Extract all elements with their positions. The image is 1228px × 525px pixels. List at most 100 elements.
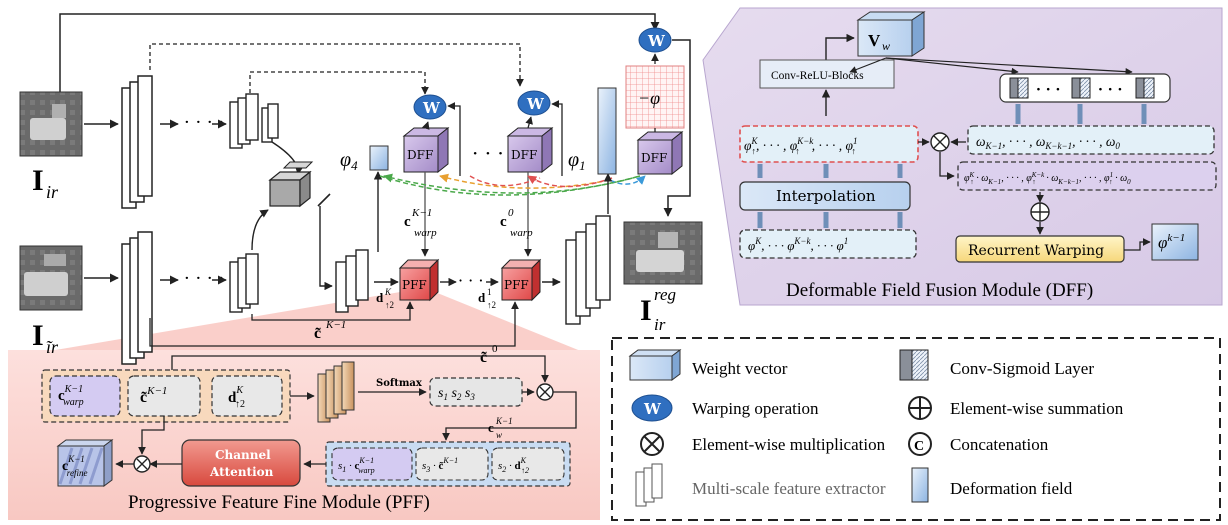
dashed-skip-line: [149, 43, 524, 87]
warp-op-top: W: [638, 27, 672, 53]
legend-field: Deformation field: [950, 479, 1073, 498]
dots-top: · · · ·: [184, 112, 224, 133]
channel-attention-label-2: Attention: [209, 465, 274, 479]
dff-cube-2: DFF: [506, 126, 554, 174]
svg-text:W: W: [647, 32, 666, 50]
conv-sigmoid-unit-3: [1135, 77, 1155, 99]
conv-sigmoid-unit-2: [1071, 77, 1091, 99]
svg-text:↑2: ↑2: [487, 300, 496, 310]
dff1-to-warp: [422, 121, 430, 130]
dots-pff: · · ·: [458, 271, 483, 290]
vw-cube: V w: [856, 11, 926, 57]
phi-input-row-text: φK, · · · φK−k, · · · φ1: [748, 236, 848, 253]
legend-mult: Element-wise multiplication: [692, 435, 886, 454]
legend-concat-icon: C: [908, 432, 932, 456]
dff-module-title: Deformable Field Fusion Module (DFF): [786, 280, 1093, 301]
s-weights-text: s1 s2 s3: [438, 386, 475, 402]
pff-module-title: Progressive Feature Fine Module (PFF): [128, 492, 430, 513]
dff-cube-3: DFF: [636, 130, 684, 176]
input-image-ir: [19, 91, 83, 157]
dff-label-3: DFF: [641, 151, 667, 165]
blue-dashed-curve: [609, 175, 646, 185]
legend-mult-icon: [640, 432, 664, 456]
phi-up-row: [739, 125, 919, 163]
top-skip-line: [59, 13, 660, 92]
multiply-circle-pff-1: [536, 383, 554, 401]
encoder-top-stage-3: [261, 103, 279, 143]
label-d-1-up2: d 1 ↑2: [478, 287, 496, 310]
concat-down-line: [319, 206, 333, 291]
interpolation-label: Interpolation: [776, 187, 876, 205]
svg-text:c̃: c̃: [314, 325, 321, 342]
pff-cube-1: PFF: [398, 258, 440, 302]
phi-input-row: [739, 229, 917, 259]
omega-row: [967, 125, 1215, 155]
red-dashed-curve-2: [469, 175, 541, 187]
svg-text:W: W: [643, 400, 662, 418]
vw-split-3: [885, 57, 1133, 76]
label-i-ir-tilde: I ĩr: [32, 319, 59, 357]
vw-split-1: [849, 57, 887, 74]
multiply-circle-dff: [930, 132, 950, 152]
pff-label-1: PFF: [402, 278, 427, 292]
svg-text:c: c: [404, 214, 411, 230]
pff-w-1: [331, 447, 413, 481]
c-refine-cube: [56, 439, 114, 487]
pff-in-d: [211, 375, 283, 417]
sum-circle-dff: [1030, 202, 1050, 222]
output-image-registered: [623, 221, 703, 285]
svg-text:d: d: [376, 290, 384, 305]
phi1-label: φ1: [568, 149, 586, 173]
mult-to-weighted: [939, 152, 955, 180]
legend-sum: Element-wise summation: [950, 399, 1124, 418]
svg-text:ir: ir: [654, 315, 666, 334]
svg-text:V: V: [868, 31, 881, 50]
conv-relu-block: [759, 59, 895, 89]
phi-k-1-box: [1151, 223, 1199, 261]
ctilde-line-to-mult2: [138, 416, 165, 455]
green-dashed-curve-2: [379, 175, 641, 196]
encoder-bottom-stage-1: [121, 231, 153, 365]
svg-text:K−1: K−1: [495, 416, 513, 426]
warp2-from-right: [551, 100, 563, 176]
label-cwarp-0: c 0 warp: [500, 207, 533, 239]
phi1-field: [597, 87, 617, 175]
pff-brown-block: [317, 361, 355, 423]
dff-label-2: DFF: [511, 148, 537, 162]
arrow-to-concat: [271, 141, 304, 175]
svg-text:W: W: [526, 95, 545, 113]
concat-feature-cube: [268, 161, 314, 208]
dashed-skip-line-2: [249, 71, 429, 100]
warp-op-2: W: [517, 90, 551, 116]
legend-weight-vector-icon: [628, 349, 682, 381]
legend-extractor-icon: [635, 463, 663, 507]
conv-relu-label: Conv-ReLU-Blocks: [771, 70, 864, 82]
svg-text:c: c: [488, 420, 494, 435]
dots-middle: · · ·: [472, 141, 504, 165]
cwarp-top-line: [171, 355, 549, 383]
sigmoid-dots-1: · · ·: [1036, 82, 1060, 98]
dff-cube-1: DFF: [402, 126, 450, 174]
recurrent-warping-box: [955, 235, 1125, 263]
label-cwarp-k1: c K−1 warp: [404, 207, 437, 239]
svg-text:W: W: [422, 99, 441, 117]
orange-dashed-curve: [439, 173, 611, 189]
pff-w-3-text: s2 · dK↑2: [498, 456, 529, 475]
svg-text:I: I: [640, 294, 652, 327]
legend-field-icon: [911, 467, 929, 503]
dff-top-line: [825, 33, 855, 66]
dff-label-1: DFF: [407, 148, 433, 162]
svg-text:K−1: K−1: [411, 207, 432, 219]
channel-attention-box: [181, 439, 301, 487]
svg-text:warp: warp: [510, 227, 533, 239]
pff-zoom-wedge: [8, 290, 598, 358]
label-i-ir: I ir: [32, 164, 59, 202]
svg-text:c̃: c̃: [480, 349, 487, 366]
recurrent-to-phi: [1124, 238, 1151, 251]
encoder-top-stage-1: [121, 75, 153, 209]
encoder-bottom-stage-2: [229, 253, 259, 313]
label-i-ir-reg: I reg ir: [640, 285, 676, 334]
legend-extractor: Multi-scale feature extractor: [692, 479, 886, 498]
warp-to-output: [663, 39, 691, 217]
